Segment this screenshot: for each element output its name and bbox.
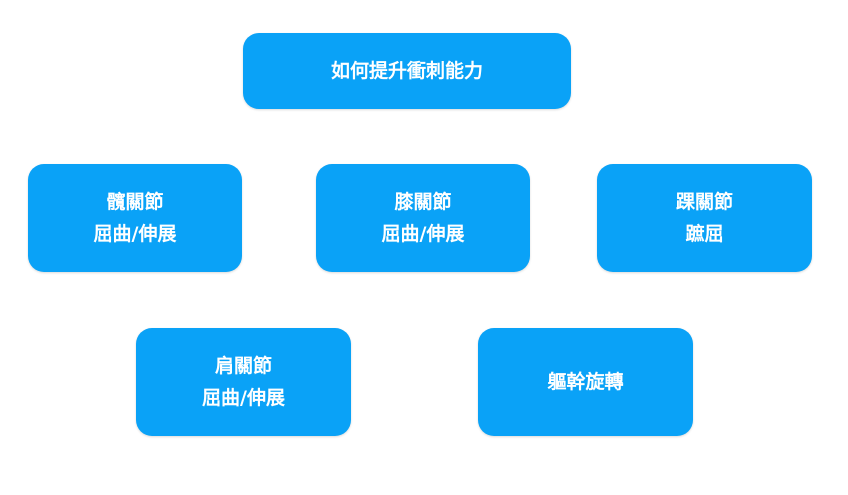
node-title: 肩關節 — [214, 355, 272, 377]
root-node: 如何提升衝刺能力 — [243, 33, 571, 109]
node-subtitle: 屈曲/伸展 — [202, 387, 285, 409]
node-subtitle: 蹠屈 — [685, 223, 724, 245]
node-shoulder: 肩關節 屈曲/伸展 — [136, 328, 351, 436]
node-subtitle: 屈曲/伸展 — [381, 223, 465, 245]
node-subtitle: 屈曲/伸展 — [93, 223, 177, 245]
node-hip: 髖關節 屈曲/伸展 — [28, 164, 242, 272]
node-title: 踝關節 — [675, 191, 733, 213]
node-ankle: 踝關節 蹠屈 — [597, 164, 812, 272]
node-knee: 膝關節 屈曲/伸展 — [316, 164, 530, 272]
node-title: 膝關節 — [394, 191, 452, 213]
node-trunk: 軀幹旋轉 — [478, 328, 693, 436]
root-label: 如何提升衝刺能力 — [330, 60, 483, 82]
node-title: 髖關節 — [106, 191, 164, 213]
node-title: 軀幹旋轉 — [547, 371, 624, 393]
